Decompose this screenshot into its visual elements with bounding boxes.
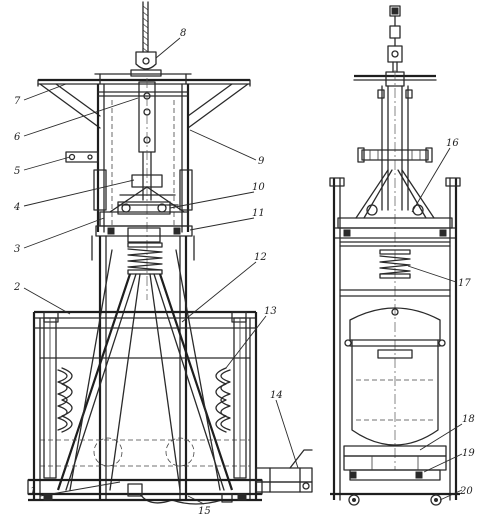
- front-view: [27, 1, 313, 505]
- callout-4: 4: [13, 202, 20, 213]
- callout-19: 19: [462, 448, 475, 459]
- callout-8: 8: [180, 28, 186, 39]
- callout-13: 13: [264, 306, 277, 317]
- callout-7: 7: [14, 96, 21, 107]
- callout-14: 14: [270, 390, 283, 401]
- tensioner-bar: [357, 147, 433, 163]
- diagonal-struts: [56, 249, 234, 491]
- base-plate: [28, 493, 262, 502]
- callout-11: 11: [252, 208, 265, 219]
- side-bracket: [65, 151, 99, 163]
- side-view: [329, 5, 461, 506]
- rope-shackle: [130, 51, 162, 77]
- callout-20: 20: [459, 486, 473, 497]
- leader-lines: [23, 37, 463, 505]
- top-hook-chain: [387, 5, 403, 73]
- callout-17: 17: [458, 278, 471, 289]
- callout-10: 10: [252, 182, 265, 193]
- callout-5: 5: [14, 166, 20, 177]
- hoist-rope: [142, 1, 149, 53]
- callout-18: 18: [462, 414, 475, 425]
- cage-guides: [43, 317, 247, 479]
- callout-12: 12: [254, 252, 267, 263]
- side-latch: [255, 449, 313, 493]
- callout-15: 15: [198, 506, 211, 517]
- buffer-spring: [127, 242, 163, 275]
- crosshead: [95, 201, 193, 243]
- side-rails-right: [329, 177, 461, 501]
- callout-6: 6: [14, 132, 21, 143]
- callouts: 1 2 3 4 5 6 7 8 9 10 11 12 13 14 15 16 1…: [13, 28, 475, 517]
- a-frame: [355, 169, 435, 219]
- callout-2: 2: [13, 282, 20, 293]
- coil-hoses: [57, 367, 231, 433]
- bottom-openings: [93, 437, 195, 467]
- side-rails: [91, 235, 195, 501]
- callout-16: 16: [446, 138, 459, 149]
- callout-1: 1: [30, 486, 36, 497]
- bottom-platform: [343, 445, 447, 481]
- skip-vessel: [344, 307, 446, 446]
- top-crossbeam: [37, 73, 251, 129]
- callout-9: 9: [258, 156, 265, 167]
- callout-3: 3: [14, 244, 20, 255]
- side-spring: [379, 249, 411, 279]
- cage-body: [27, 310, 263, 501]
- suspension-rod: [109, 78, 185, 300]
